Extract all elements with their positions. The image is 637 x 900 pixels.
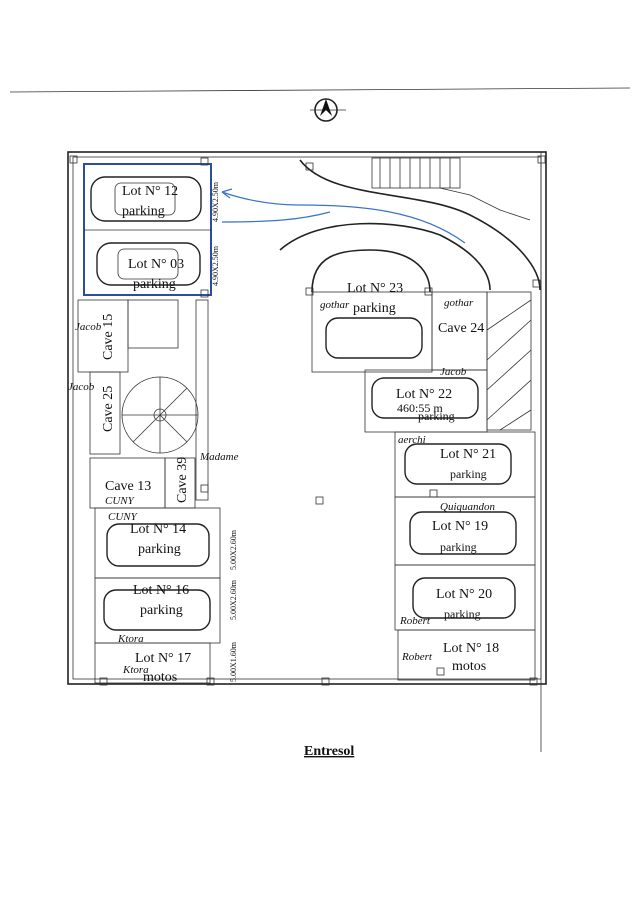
plan-title: Entresol [304,744,354,759]
lot-14-space: Lot N° 14 parking [94,507,221,579]
svg-text:parking: parking [138,542,181,557]
svg-text:Robert: Robert [401,651,433,663]
svg-text:Lot N° 14: Lot N° 14 [130,522,186,537]
svg-text:Ktora: Ktora [117,633,144,645]
handwritten-annotations: gothar gothar Jacob Jacob Jacob aerchi M… [68,297,496,676]
svg-text:Madame: Madame [199,451,239,463]
building-outline [67,151,547,685]
svg-text:Cave 39: Cave 39 [175,457,190,503]
svg-text:Lot N° 23: Lot N° 23 [347,281,403,296]
small-room [127,299,179,349]
lot-03-space: Lot N° 03 parking [96,242,201,292]
svg-text:Lot N° 18: Lot N° 18 [443,641,499,656]
svg-text:Cave 15: Cave 15 [101,314,116,360]
svg-text:Jacob: Jacob [440,366,467,378]
lot-20-space: Lot N° 20 parking [394,564,536,631]
svg-text:parking: parking [450,467,487,481]
svg-text:Cave 25: Cave 25 [101,386,116,432]
svg-text:motos: motos [452,659,486,674]
svg-text:460:55 m: 460:55 m [397,401,443,415]
svg-text:parking: parking [418,409,455,423]
svg-text:motos: motos [143,670,177,685]
svg-text:Lot N° 19: Lot N° 19 [432,519,488,534]
lot-19-space: Lot N° 19 parking [394,496,536,566]
svg-text:parking: parking [440,540,477,554]
pillars [69,155,546,686]
dim-lot-03: 4.90X2.50m [211,245,220,286]
svg-text:CUNY: CUNY [105,495,136,507]
ramp [279,159,541,293]
lot-12-space: Lot N° 12 parking [90,176,202,222]
lot-22-space: Lot N° 22 460:55 m parking [364,369,488,433]
svg-text:Lot N° 21: Lot N° 21 [440,447,496,462]
svg-text:Lot N° 12: Lot N° 12 [122,184,178,199]
svg-text:parking: parking [140,603,183,618]
staircase-top [371,157,531,221]
dim-lot-17: 5.00X1.60m [229,641,238,682]
svg-text:gothar: gothar [444,297,474,309]
dim-lot-12: 4.90X2.50m [211,181,220,222]
svg-text:aerchi: aerchi [398,434,426,446]
cave-39: Cave 39 [164,457,196,509]
svg-text:parking: parking [133,277,176,292]
dim-lot-16: 5.00X2.60m [229,579,238,620]
svg-text:Lot N° 20: Lot N° 20 [436,587,492,602]
blue-arrows [221,188,466,244]
svg-text:Lot N° 17: Lot N° 17 [135,651,191,666]
cave-25: Cave 25 [89,371,121,455]
left-corridor [195,299,209,501]
svg-text:Lot N° 22: Lot N° 22 [396,387,452,402]
svg-text:Lot N° 03: Lot N° 03 [128,257,184,272]
svg-text:Cave 24: Cave 24 [438,321,484,336]
lot-12-03-highlight [83,163,212,296]
svg-text:Lot N° 16: Lot N° 16 [133,583,189,598]
cave-15: Cave 15 [77,299,129,373]
lot-17-space: Lot N° 17 motos [94,642,211,685]
lot-23-space: Lot N° 23 parking [311,281,433,373]
svg-text:Robert: Robert [399,615,431,627]
top-rule [9,87,631,93]
dim-lot-14: 5.00X2.60m [229,529,238,570]
svg-text:Jacob: Jacob [75,321,102,333]
svg-text:gothar: gothar [320,299,350,311]
svg-text:Jacob: Jacob [68,381,95,393]
spiral-staircase [121,376,199,454]
lot-16-space: Lot N° 16 parking [94,577,221,644]
svg-text:parking: parking [353,301,396,316]
svg-text:CUNY: CUNY [108,511,139,523]
north-arrow-icon [310,98,346,122]
svg-text:Quiquandon: Quiquandon [440,501,496,513]
svg-text:Ktora: Ktora [122,664,149,676]
lot-21-space: Lot N° 21 parking [394,431,536,498]
svg-text:Cave 13: Cave 13 [105,479,151,494]
svg-text:parking: parking [444,607,481,621]
lot-18-space: Lot N° 18 motos [397,629,536,681]
svg-text:parking: parking [122,204,165,219]
inner-outline [72,156,542,680]
